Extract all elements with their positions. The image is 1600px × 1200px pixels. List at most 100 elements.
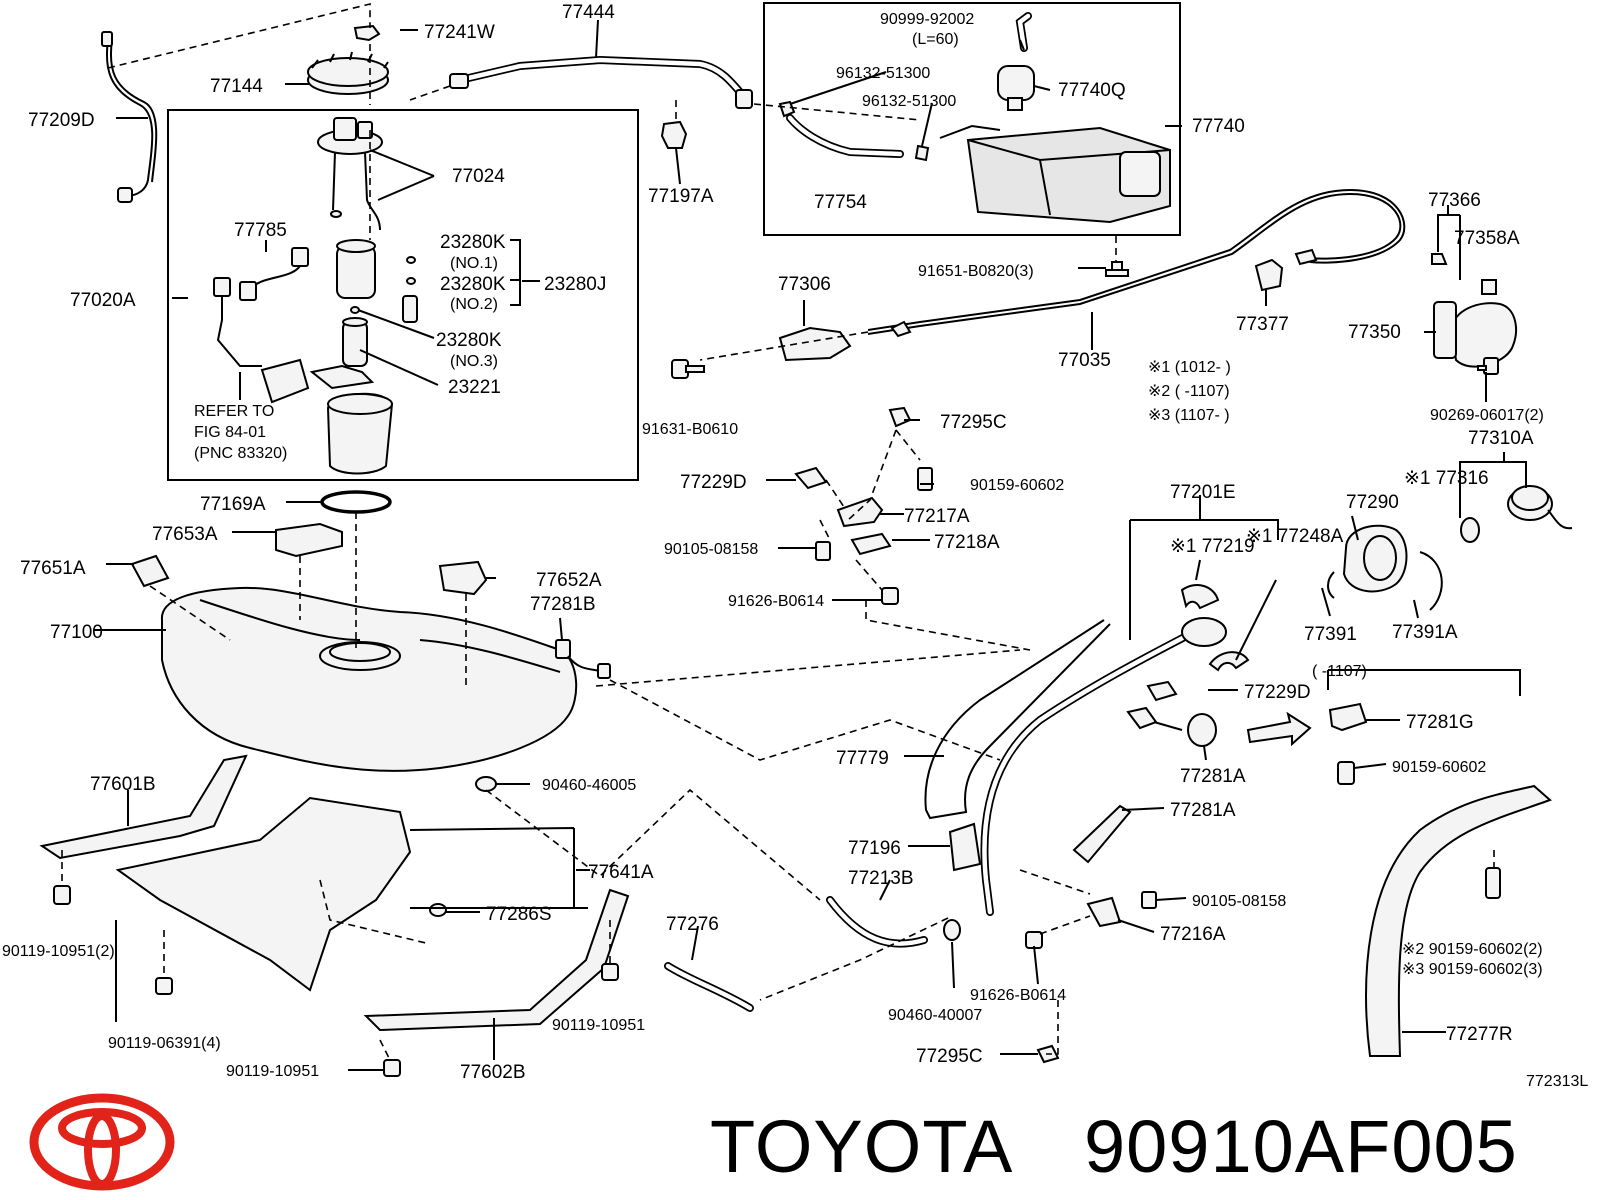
- o-ring-77391: [1327, 571, 1335, 599]
- label-77281A-lower: 77281A: [1170, 800, 1236, 821]
- label-77281B: 77281B: [530, 594, 596, 615]
- valve-77652A: [438, 560, 488, 596]
- label-77201E: 77201E: [1170, 482, 1236, 503]
- fuel-tank-77100: [160, 586, 578, 772]
- assembly-dash-lines: [61, 2, 1495, 1061]
- bolt-91631-B0610: [671, 359, 705, 379]
- label-90119-10951-right: 90119-10951: [552, 1017, 645, 1034]
- pump-harness-77785: [239, 247, 309, 301]
- hinge-77358A: [1481, 279, 1497, 295]
- vent-cover-77653A: [275, 522, 343, 558]
- arrow-icon: [1246, 711, 1312, 747]
- clamp-77229D-lower: [1146, 680, 1178, 702]
- lock-77306: [778, 326, 852, 362]
- label-77602B: 77602B: [460, 1062, 526, 1083]
- label-77218A: 77218A: [934, 532, 1000, 553]
- fuel-pump-group-frame: [167, 109, 639, 481]
- bracket-77217A: [836, 496, 884, 528]
- clip-77295C-upper: [888, 406, 912, 428]
- label-77035: 77035: [1058, 350, 1111, 371]
- brand-name: TOYOTA: [710, 1105, 1013, 1188]
- label-77295C-lower: 77295C: [916, 1046, 983, 1067]
- label-77281G: 77281G: [1406, 712, 1474, 733]
- label-77281A-upper: 77281A: [1180, 766, 1246, 787]
- label-77358A: 77358A: [1454, 228, 1520, 249]
- liner-77277R: [1365, 784, 1552, 1057]
- band-77602B: [363, 888, 630, 1032]
- label-23280K-3: 23280K: [436, 330, 502, 351]
- refer-line-1: REFER TO: [194, 403, 274, 420]
- fuel-lid-77350: [1433, 301, 1517, 368]
- label-77100: 77100: [50, 622, 103, 643]
- label-77219: ※1 77219: [1170, 536, 1255, 557]
- label-77213B: 77213B: [848, 868, 914, 889]
- label-77216A: 77216A: [1160, 924, 1226, 945]
- label-77277R: 77277R: [1446, 1024, 1513, 1045]
- label-77641A: 77641A: [588, 862, 654, 883]
- sender-gauge: [213, 277, 310, 404]
- hose-77213B: [826, 896, 928, 948]
- bolt-90159-60602-center: [917, 467, 933, 491]
- label-90460-46005: 90460-46005: [542, 777, 636, 794]
- part-number: 90910AF005: [1084, 1105, 1518, 1188]
- label-77286S: 77286S: [486, 904, 552, 925]
- label-77290: 77290: [1346, 492, 1399, 513]
- label-77350: 77350: [1348, 322, 1401, 343]
- label-91626-lower: 91626-B0614: [970, 987, 1066, 1004]
- label-77310A: 77310A: [1468, 428, 1534, 449]
- label-77217A: 77217A: [904, 506, 970, 527]
- bolt-90119-10951-bottom: [383, 1059, 401, 1077]
- label-77740Q: 77740Q: [1058, 80, 1126, 101]
- label-77196: 77196: [848, 838, 901, 859]
- label-77366: 77366: [1428, 190, 1481, 211]
- label-77754: 77754: [814, 192, 867, 213]
- label-90460-40007: 90460-40007: [888, 1007, 982, 1024]
- bolt-90119-06391: [155, 977, 173, 995]
- clamp-77196: [948, 822, 982, 872]
- spring-77366: [1431, 253, 1448, 265]
- label-96132-a: 96132-51300: [836, 65, 930, 82]
- retainer-ring-77144: [307, 51, 389, 95]
- hose-77276: [664, 962, 754, 1012]
- ring-77391A: [1419, 551, 1443, 611]
- label-77652A: 77652A: [536, 570, 602, 591]
- clip-77241W: [353, 24, 381, 42]
- clamp-90460-40007: [943, 919, 961, 941]
- label-77740: 77740: [1192, 116, 1245, 137]
- hose-90999-92002: [1015, 12, 1032, 52]
- label-77444: 77444: [562, 2, 615, 23]
- packing-77169A: [320, 490, 392, 514]
- label-96132-b: 96132-51300: [862, 93, 956, 110]
- label-77651A: 77651A: [20, 558, 86, 579]
- bolt-90105-08158-center: [815, 541, 831, 561]
- toyota-logo-icon: [29, 1093, 175, 1191]
- pump-module-77024: [317, 117, 383, 231]
- label-90119-06391: 90119-06391(4): [108, 1035, 221, 1052]
- bolt-90119-10951-left: [53, 885, 71, 905]
- bolt-91626-B0614-lower: [1025, 931, 1043, 949]
- label-77653A: 77653A: [152, 524, 218, 545]
- sensor-wire-77209D: [101, 31, 158, 203]
- figure-code: 772313L: [1526, 1073, 1588, 1090]
- canister-group-frame: [763, 2, 1181, 236]
- label-23280K-2: 23280K: [440, 274, 506, 295]
- screw-90269-06017: [1477, 357, 1499, 375]
- label-90159-right: 90159-60602: [1392, 759, 1486, 776]
- bolt-90105-08158-right: [1141, 891, 1157, 909]
- bolt-90119-10951-right: [601, 963, 619, 981]
- fuel-filter-23280K: [336, 239, 418, 323]
- label-77391: 77391: [1304, 624, 1357, 645]
- label-90119-10951-2: 90119-10951(2): [2, 943, 115, 960]
- clip-77286S: [429, 903, 447, 917]
- note-1: ※1 (1012- ): [1148, 359, 1231, 376]
- note-3: ※3 (1107- ): [1148, 407, 1230, 424]
- vent-hose-77444: [449, 55, 753, 109]
- sensor-77281B: [555, 639, 611, 679]
- harness-77281A-upper: [1126, 706, 1217, 747]
- label-90269: 90269-06017(2): [1430, 407, 1544, 424]
- label-90159-liner-2: ※2 90159-60602(2): [1402, 941, 1543, 958]
- label-77785: 77785: [234, 220, 287, 241]
- leader-lines: [94, 19, 1527, 1071]
- opener-cable-77035: [867, 188, 1406, 338]
